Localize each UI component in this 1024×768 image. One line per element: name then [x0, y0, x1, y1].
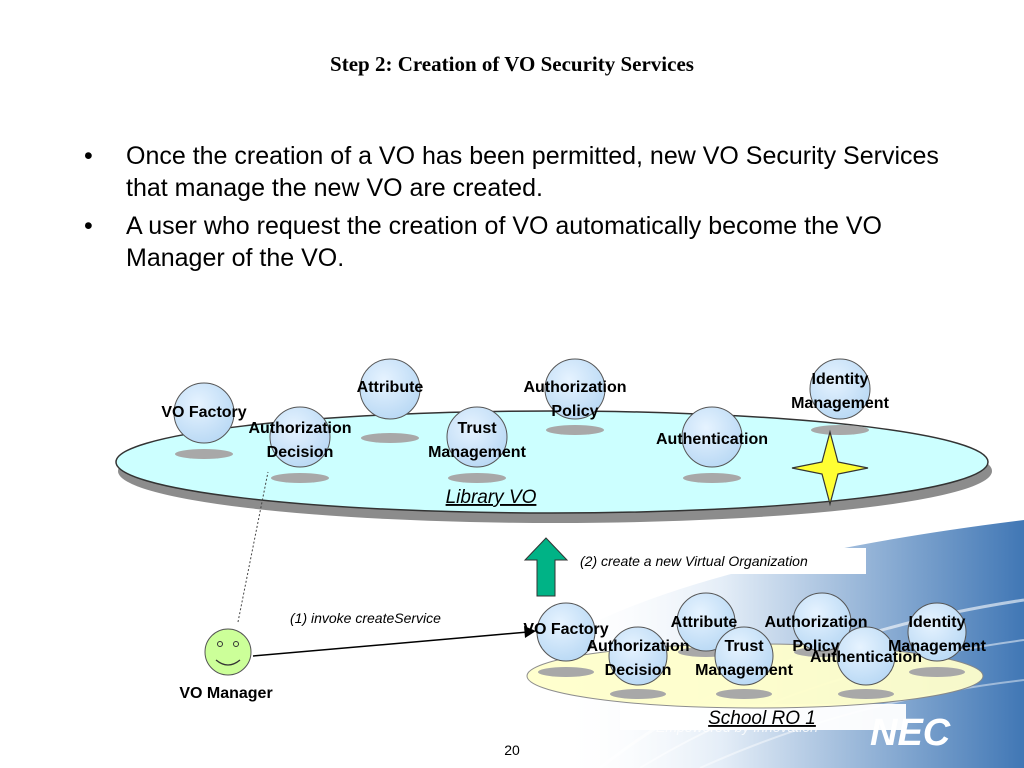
library-authentication-label: Authentication [656, 431, 768, 448]
library-trust-management-label: Management [428, 444, 526, 461]
bullet-text: Once the creation of a VO has been permi… [126, 142, 939, 202]
smiley-eye [217, 641, 223, 647]
library-trust-management-label: Trust [457, 420, 497, 437]
library-authorization-policy-node [544, 358, 606, 420]
bullet-item: • A user who request the creation of VO a… [84, 210, 964, 274]
smiley-eye [233, 641, 239, 647]
bullet-list: • Once the creation of a VO has been perm… [84, 140, 964, 280]
school-vo-label: School RO 1 [708, 708, 816, 729]
school-authorization-policy-label: Policy [792, 638, 839, 655]
library-attribute-label: Attribute [357, 379, 424, 396]
bullet-dot: • [84, 142, 93, 170]
library-identity-management-label: Identity [812, 371, 869, 388]
star-icon [791, 429, 869, 507]
page-number: 20 [504, 742, 520, 758]
school-authorization-decision-node [608, 626, 668, 686]
school-node-shadows [538, 647, 965, 699]
library-vo-label: Library VO [446, 487, 537, 508]
library-vo-factory-node [173, 382, 235, 444]
invoke-label: (1) invoke createService [290, 610, 441, 626]
school-trust-management-label: Management [695, 662, 793, 679]
library-authorization-decision-label: Authorization [248, 420, 351, 437]
library-authorization-policy-label: Authorization [523, 379, 626, 396]
invoke-arrow-line [252, 631, 529, 657]
library-identity-management-label: Management [791, 395, 889, 412]
bullet-dot: • [84, 212, 93, 240]
library-identity-management-node [809, 358, 871, 420]
school-authorization-decision-label: Authorization [586, 638, 689, 655]
school-attribute-label: Attribute [671, 614, 738, 631]
bullet-text: A user who request the creation of VO au… [126, 212, 882, 272]
create-vo-label: (2) create a new Virtual Organization [580, 553, 808, 569]
school-identity-management-label: Management [888, 638, 986, 655]
library-attribute-node [359, 358, 421, 420]
school-identity-management-node [907, 602, 967, 662]
brand-tagline: Empowered by Innovation [656, 719, 818, 735]
school-vo-factory-node [536, 602, 596, 662]
library-authorization-decision-node [269, 406, 331, 468]
library-vo-factory-label: VO Factory [161, 404, 246, 421]
school-authorization-decision-label: Decision [605, 662, 672, 679]
school-authentication-node [836, 626, 896, 686]
school-authentication-label: Authentication [810, 649, 922, 666]
nec-logo: NEC [870, 712, 951, 754]
school-identity-management-label: Identity [909, 614, 966, 631]
school-trust-management-label: Trust [724, 638, 764, 655]
library-trust-management-node [446, 406, 508, 468]
library-authorization-decision-label: Decision [267, 444, 334, 461]
smiley-face-icon [204, 628, 252, 676]
vo-manager-label: VO Manager [179, 685, 272, 702]
library-node-shadows [175, 425, 869, 483]
smiley-mouth [215, 659, 241, 666]
school-attribute-node [676, 592, 736, 652]
school-authorization-policy-node [792, 592, 852, 652]
invoke-arrowhead-icon [524, 626, 536, 638]
manager-link-line [237, 471, 269, 623]
create-arrow-icon [523, 537, 569, 597]
bullet-item: • Once the creation of a VO has been perm… [84, 140, 964, 204]
library-authentication-node [681, 406, 743, 468]
school-vo-factory-label: VO Factory [523, 621, 608, 638]
library-vo-ellipse [115, 410, 989, 514]
slide-title: Step 2: Creation of VO Security Services [330, 52, 694, 76]
library-authorization-policy-label: Policy [551, 403, 598, 420]
school-authorization-policy-label: Authorization [764, 614, 867, 631]
create-label-box [574, 548, 866, 574]
school-trust-management-node [714, 626, 774, 686]
